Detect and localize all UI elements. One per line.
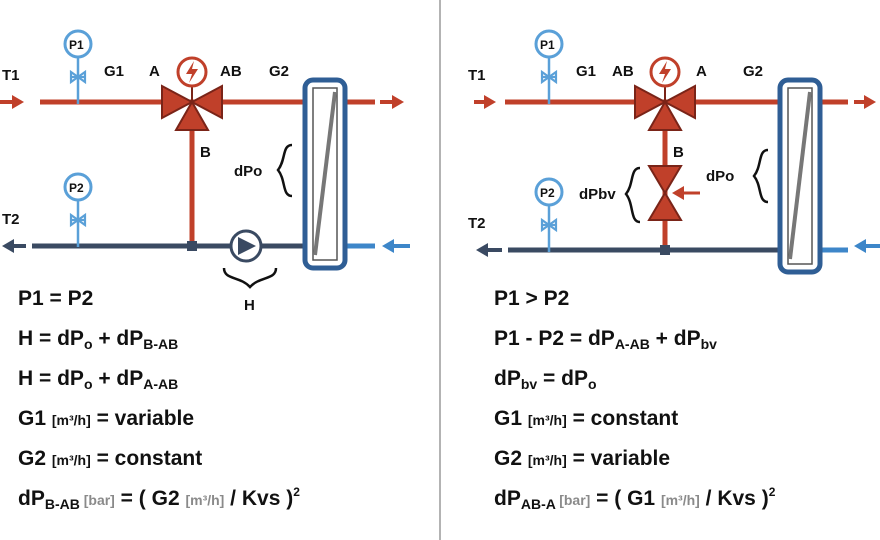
right-formula-5: G2 [m³/h] = variable (494, 447, 671, 470)
left-pump-icon (229, 229, 263, 263)
left-h-brace-icon (222, 267, 278, 289)
right-formula-4: G1 [m³/h] = constant (494, 407, 679, 430)
right-label-ab: AB (612, 63, 634, 80)
right-panel: T1 T2 G1 G2 AB A B P1 P2 dPbv dPo (468, 29, 880, 275)
right-balancing-valve-icon (647, 165, 700, 221)
left-label-t2: T2 (2, 211, 20, 228)
left-label-b: B (200, 144, 211, 161)
left-label-g1: G1 (104, 63, 124, 80)
left-label-h: H (244, 297, 255, 314)
left-three-way-valve-icon (161, 84, 223, 131)
right-label-b: B (673, 144, 684, 161)
left-tee-junction (187, 241, 197, 251)
right-formula-6: dPAB-A [bar] = ( G1 [m³/h] / Kvs )2 (494, 485, 776, 512)
right-t2-out-arrow-icon (476, 243, 502, 257)
left-label-dpo: dPo (234, 163, 262, 180)
left-t1-in-arrow-icon (0, 95, 24, 109)
right-formula-3: dPbv = dPo (494, 367, 597, 392)
right-dpbv-brace-icon (624, 166, 641, 224)
right-formula-2: P1 - P2 = dPA-AB + dPbv (494, 327, 717, 352)
right-heat-exchanger (777, 77, 823, 275)
right-label-p2: P2 (540, 186, 555, 200)
left-label-g2: G2 (269, 63, 289, 80)
right-formula-1: P1 > P2 (494, 287, 570, 310)
left-t2-out-arrow-icon (2, 239, 26, 253)
left-actuator-icon (176, 56, 208, 88)
left-label-p2: P2 (69, 181, 84, 195)
right-t1-in-arrow-icon (474, 95, 496, 109)
left-label-p1: P1 (69, 38, 84, 52)
left-label-ab: AB (220, 63, 242, 80)
left-dpo-brace-icon (276, 143, 293, 198)
right-three-way-valve-icon (634, 84, 696, 131)
left-formula-5: G2 [m³/h] = constant (18, 447, 203, 470)
right-label-dpbv: dPbv (579, 186, 616, 203)
left-label-t1: T1 (2, 67, 20, 84)
left-formula-3: H = dPo + dPA-AB (18, 367, 179, 392)
left-heat-exchanger (302, 77, 348, 271)
left-formula-1: P1 = P2 (18, 287, 94, 310)
right-actuator-icon (649, 56, 681, 88)
right-label-t2: T2 (468, 215, 486, 232)
left-supply-out-arrow-icon (380, 95, 404, 109)
right-label-dpo: dPo (706, 168, 734, 185)
right-label-p1: P1 (540, 38, 555, 52)
right-dpo-brace-icon (752, 148, 769, 204)
left-formula-6: dPB-AB [bar] = ( G2 [m³/h] / Kvs )2 (18, 485, 300, 512)
left-formula-4: G1 [m³/h] = variable (18, 407, 195, 430)
right-label-t1: T1 (468, 67, 486, 84)
left-panel: T1 T2 G1 G2 A AB B P1 P2 dPo H (0, 29, 410, 314)
left-formula-2: H = dPo + dPB-AB (18, 327, 179, 352)
left-label-a: A (149, 63, 160, 80)
right-return-in-arrow-icon (854, 239, 880, 253)
right-label-g2: G2 (743, 63, 763, 80)
right-tee-junction (660, 245, 670, 255)
right-label-a: A (696, 63, 707, 80)
right-supply-out-arrow-icon (854, 95, 876, 109)
left-return-in-arrow-icon (382, 239, 410, 253)
right-label-g1: G1 (576, 63, 596, 80)
